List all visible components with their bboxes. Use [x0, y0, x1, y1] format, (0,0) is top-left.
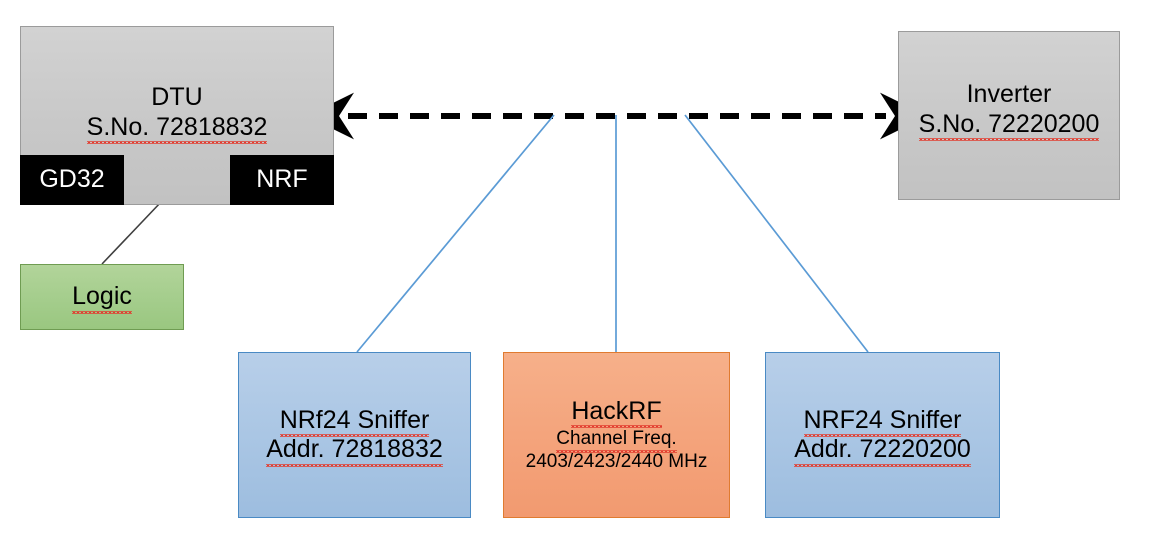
sniffer-right-address-wrap: Addr. 72220200: [794, 435, 971, 466]
sniffer-right-title: NRF24 Sniffer: [803, 405, 962, 437]
gd32-node[interactable]: GD32: [20, 155, 124, 205]
sniffer-left-title: NRf24 Sniffer: [279, 405, 430, 437]
rf-link-to-sniffer-right: [684, 114, 869, 353]
dtu-serial: S.No. 72818832: [86, 112, 268, 144]
logic-node[interactable]: Logic: [20, 264, 184, 330]
sniffer-right-address: Addr. 72220200: [794, 435, 971, 466]
sniffer-left-node[interactable]: NRf24 Sniffer Addr. 72818832: [238, 352, 471, 518]
sniffer-left-title-wrap: NRf24 Sniffer: [279, 405, 430, 437]
logic-label-wrap: Logic: [72, 282, 132, 314]
hackrf-node[interactable]: HackRF Channel Freq. 2403/2423/2440 MHz: [503, 352, 730, 518]
inverter-node[interactable]: Inverter S.No. 72220200: [898, 31, 1120, 200]
inverter-title: Inverter: [966, 80, 1052, 108]
hackrf-frequencies: 2403/2423/2440 MHz: [525, 450, 708, 472]
sniffer-right-node[interactable]: NRF24 Sniffer Addr. 72220200: [765, 352, 1000, 518]
sniffer-right-title-wrap: NRF24 Sniffer: [803, 405, 962, 437]
inverter-serial-text: S.No. 72220200: [918, 109, 1100, 141]
logic-label: Logic: [72, 282, 132, 314]
hackrf-title-wrap: HackRF: [571, 396, 662, 428]
sniffer-left-address-wrap: Addr. 72818832: [266, 435, 443, 466]
nrf-node[interactable]: NRF: [230, 155, 334, 205]
sniffer-left-address: Addr. 72818832: [266, 435, 443, 466]
nrf-label: NRF: [256, 165, 308, 194]
rf-link-to-sniffer-left: [356, 114, 555, 353]
dtu-serial-text: S.No. 72818832: [86, 112, 268, 144]
hackrf-channel-label: Channel Freq.: [556, 428, 678, 454]
gd32-label: GD32: [39, 165, 105, 194]
dtu-title: DTU: [151, 83, 203, 111]
hackrf-channel-wrap: Channel Freq.: [556, 428, 678, 454]
hackrf-title: HackRF: [571, 396, 662, 428]
inverter-serial: S.No. 72220200: [918, 109, 1100, 141]
